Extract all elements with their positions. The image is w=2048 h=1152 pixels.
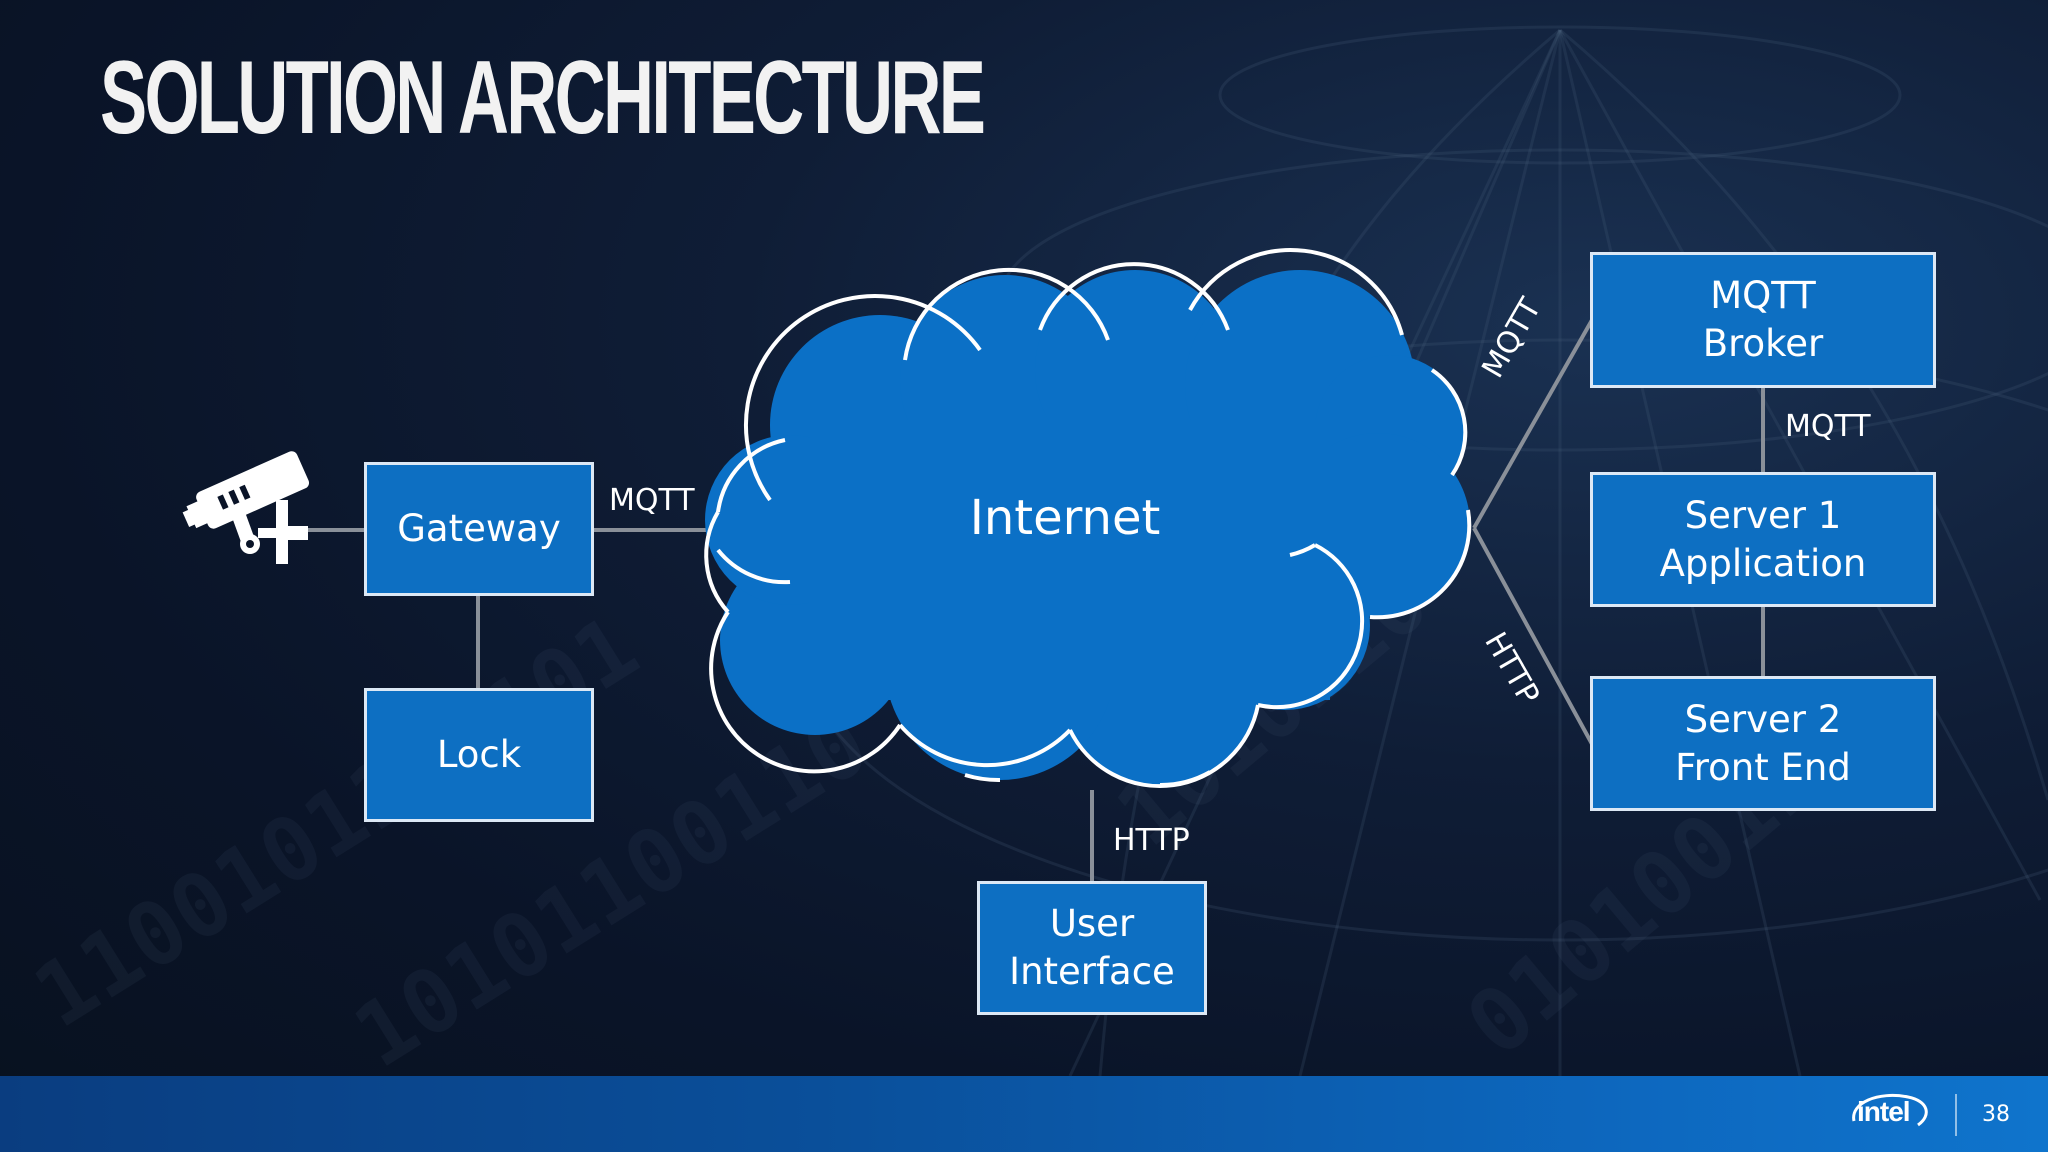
footer-divider: [1955, 1094, 1957, 1136]
mqtt-broker-node: MQTT Broker: [1590, 252, 1936, 388]
internet-server2-connector: [1472, 527, 1594, 745]
server1-application-node: Server 1 Application: [1590, 472, 1936, 607]
slide-title: SOLUTION ARCHITECTURE: [100, 40, 986, 156]
internet-broker-connector: [1472, 319, 1594, 529]
internet-label: Internet: [969, 490, 1161, 546]
intel-logo-text: intel: [1857, 1096, 1911, 1127]
gateway-internet-edge-label: MQTT: [609, 483, 695, 518]
page-number: 38: [1982, 1102, 2010, 1127]
internet-ui-edge-label: HTTP: [1113, 823, 1190, 858]
gateway-node: Gateway: [364, 462, 594, 596]
footer-bar: [0, 1076, 2048, 1152]
broker-server1-edge-label: MQTT: [1785, 409, 1871, 444]
lock-node: Lock: [364, 688, 594, 822]
server2-front-end-node: Server 2 Front End: [1590, 676, 1936, 811]
intel-logo-icon: [1852, 1094, 1928, 1127]
user-interface-node: User Interface: [977, 881, 1207, 1015]
